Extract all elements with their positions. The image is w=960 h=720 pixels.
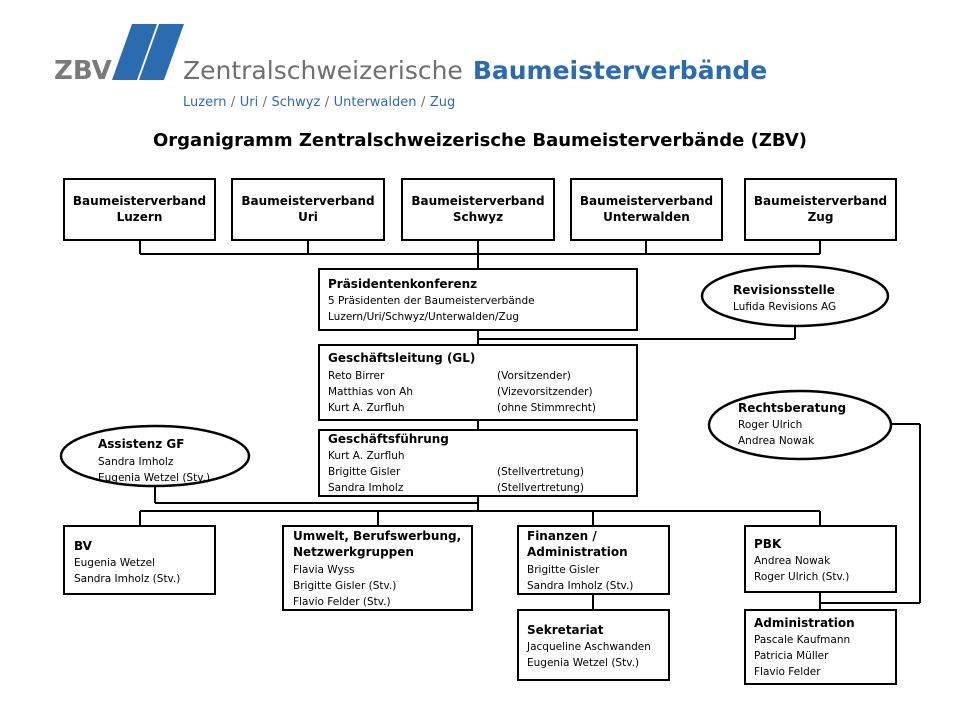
member-name: Kurt A. Zurfluh [328,402,405,414]
member-name: Kurt A. Zurfluh [328,450,405,462]
member-box-line1: Baumeisterverband [754,194,887,208]
bv-box: BV Eugenia Wetzel Sandra Imholz (Stv.) [63,525,216,595]
box-title: Geschäftsleitung (GL) [328,351,475,365]
box-line: Flavio Felder (Stv.) [293,596,391,608]
member-box-zug: Baumeisterverband Zug [744,178,897,241]
member-box-line1: Baumeisterverband [73,194,206,208]
box-title: PBK [754,537,782,551]
box-line: Patricia Müller [754,650,829,662]
member-box-unterwalden: Baumeisterverband Unterwalden [570,178,723,241]
box-line: Flavia Wyss [293,564,355,576]
member-box-line2: Zug [808,210,834,224]
box-title-line: Finanzen / [527,529,597,543]
box-title: Sekretariat [527,623,604,637]
pbk-box: PBK Andrea Nowak Roger Ulrich (Stv.) [744,525,897,593]
administration-box: Administration Pascale Kaufmann Patricia… [744,609,897,685]
ellipse-line: Lufida Revisions AG [733,301,836,313]
member-box-line2: Unterwalden [603,210,690,224]
box-line: Pascale Kaufmann [754,634,850,646]
assistenz-ellipse: Assistenz GF Sandra Imholz Eugenia Wetze… [59,424,251,488]
ellipse-line: Sandra Imholz [98,456,174,468]
revisionsstelle-ellipse: Revisionsstelle Lufida Revisions AG [700,264,890,328]
logo-slash-mark [112,24,157,80]
box-line: Eugenia Wetzel (Stv.) [527,657,639,669]
ellipse-title: Revisionsstelle [733,283,835,297]
geschaeftsfuehrung-box: Geschäftsführung Kurt A. Zurfluh Brigitt… [318,429,638,497]
member-box-uri: Baumeisterverband Uri [231,178,385,241]
member-box-line1: Baumeisterverband [241,194,374,208]
finanzen-box: Finanzen / Administration Brigitte Gisle… [517,525,670,595]
praesidentenkonferenz-box: Präsidentenkonferenz 5 Präsidenten der B… [318,268,638,331]
box-line: Sandra Imholz (Stv.) [74,573,180,585]
member-name: Reto Birrer [328,370,385,382]
box-title: Präsidentenkonferenz [328,277,477,291]
box-line: Andrea Nowak [754,555,831,567]
box-line: 5 Präsidenten der Baumeisterverbände [328,295,535,307]
member-name: Brigitte Gisler [328,466,401,478]
member-role: (Stellvertretung) [497,482,584,494]
member-role: (Stellvertretung) [497,466,584,478]
logo-abbreviation: ZBV [54,56,112,86]
box-title: BV [74,539,93,553]
member-role: (Vizevorsitzender) [497,386,593,398]
member-name: Matthias von Ah [328,386,413,398]
ellipse-line: Andrea Nowak [738,435,815,447]
box-title-line: Administration [527,545,628,559]
box-line: Brigitte Gisler (Stv.) [293,580,396,592]
box-title: Geschäftsführung [328,432,449,446]
box-line: Roger Ulrich (Stv.) [754,571,849,583]
member-box-schwyz: Baumeisterverband Schwyz [401,178,555,241]
member-box-line2: Luzern [117,210,163,224]
logo-slash-mark [139,24,184,80]
page-title: Organigramm Zentralschweizerische Baumei… [153,130,807,151]
member-role: (Vorsitzender) [497,370,571,382]
box-line: Eugenia Wetzel [74,557,155,569]
ellipse-title: Assistenz GF [98,437,184,451]
member-box-luzern: Baumeisterverband Luzern [63,178,216,241]
umwelt-box: Umwelt, Berufswerbung, Netzwerkgruppen F… [282,525,473,611]
ellipse-line: Eugenia Wetzel (Stv.) [98,472,210,484]
member-box-line2: Uri [298,210,318,224]
sekretariat-box: Sekretariat Jacqueline Aschwanden Eugeni… [517,609,670,681]
member-role: (ohne Stimmrecht) [497,402,596,414]
member-box-line2: Schwyz [453,210,503,224]
connector-lines [139,240,921,610]
ellipse-line: Roger Ulrich [738,419,802,431]
geschaeftsleitung-box: Geschäftsleitung (GL) Reto Birrer (Vorsi… [318,344,638,421]
rechtsberatung-ellipse: Rechtsberatung Roger Ulrich Andrea Nowak [707,389,893,461]
box-line: Sandra Imholz (Stv.) [527,580,633,592]
box-line: Luzern/Uri/Schwyz/Unterwalden/Zug [328,311,519,323]
logo-regions: Luzern / Uri / Schwyz / Unterwalden / Zu… [183,93,455,110]
ellipse-title: Rechtsberatung [738,401,846,415]
box-line: Flavio Felder [754,666,821,678]
box-title-line: Netzwerkgruppen [293,545,414,559]
member-name: Sandra Imholz [328,482,404,494]
box-line: Brigitte Gisler [527,564,600,576]
box-line: Jacqueline Aschwanden [526,641,651,653]
box-title-line: Umwelt, Berufswerbung, [293,529,461,543]
box-title: Administration [754,616,855,630]
member-box-line1: Baumeisterverband [580,194,713,208]
member-box-line1: Baumeisterverband [411,194,544,208]
